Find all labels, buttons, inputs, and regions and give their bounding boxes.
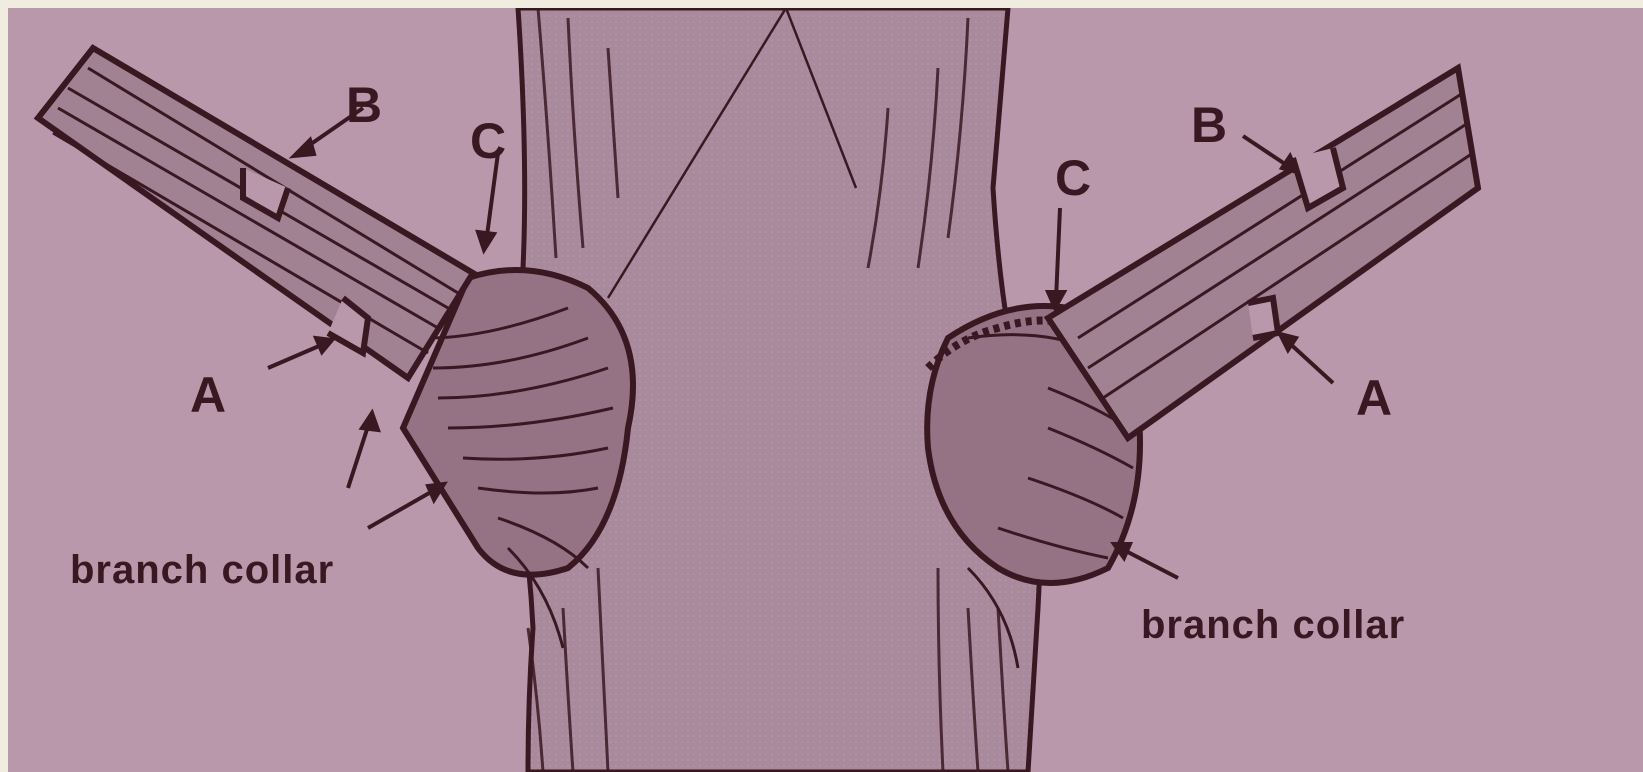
label-b-right: B bbox=[1191, 100, 1227, 150]
pruning-diagram-photo: B C A branch collar B C A branch collar bbox=[8, 8, 1643, 772]
pruning-illustration bbox=[8, 8, 1643, 772]
label-a-right: A bbox=[1356, 373, 1392, 423]
label-branch-collar-right: branch collar bbox=[1141, 605, 1405, 645]
left-branch bbox=[38, 48, 473, 378]
label-a-left: A bbox=[190, 370, 226, 420]
label-b-left: B bbox=[346, 80, 382, 130]
right-cut-a bbox=[1248, 298, 1278, 338]
label-c-right: C bbox=[1055, 153, 1091, 203]
label-branch-collar-left: branch collar bbox=[70, 550, 334, 590]
label-c-left: C bbox=[470, 116, 506, 166]
